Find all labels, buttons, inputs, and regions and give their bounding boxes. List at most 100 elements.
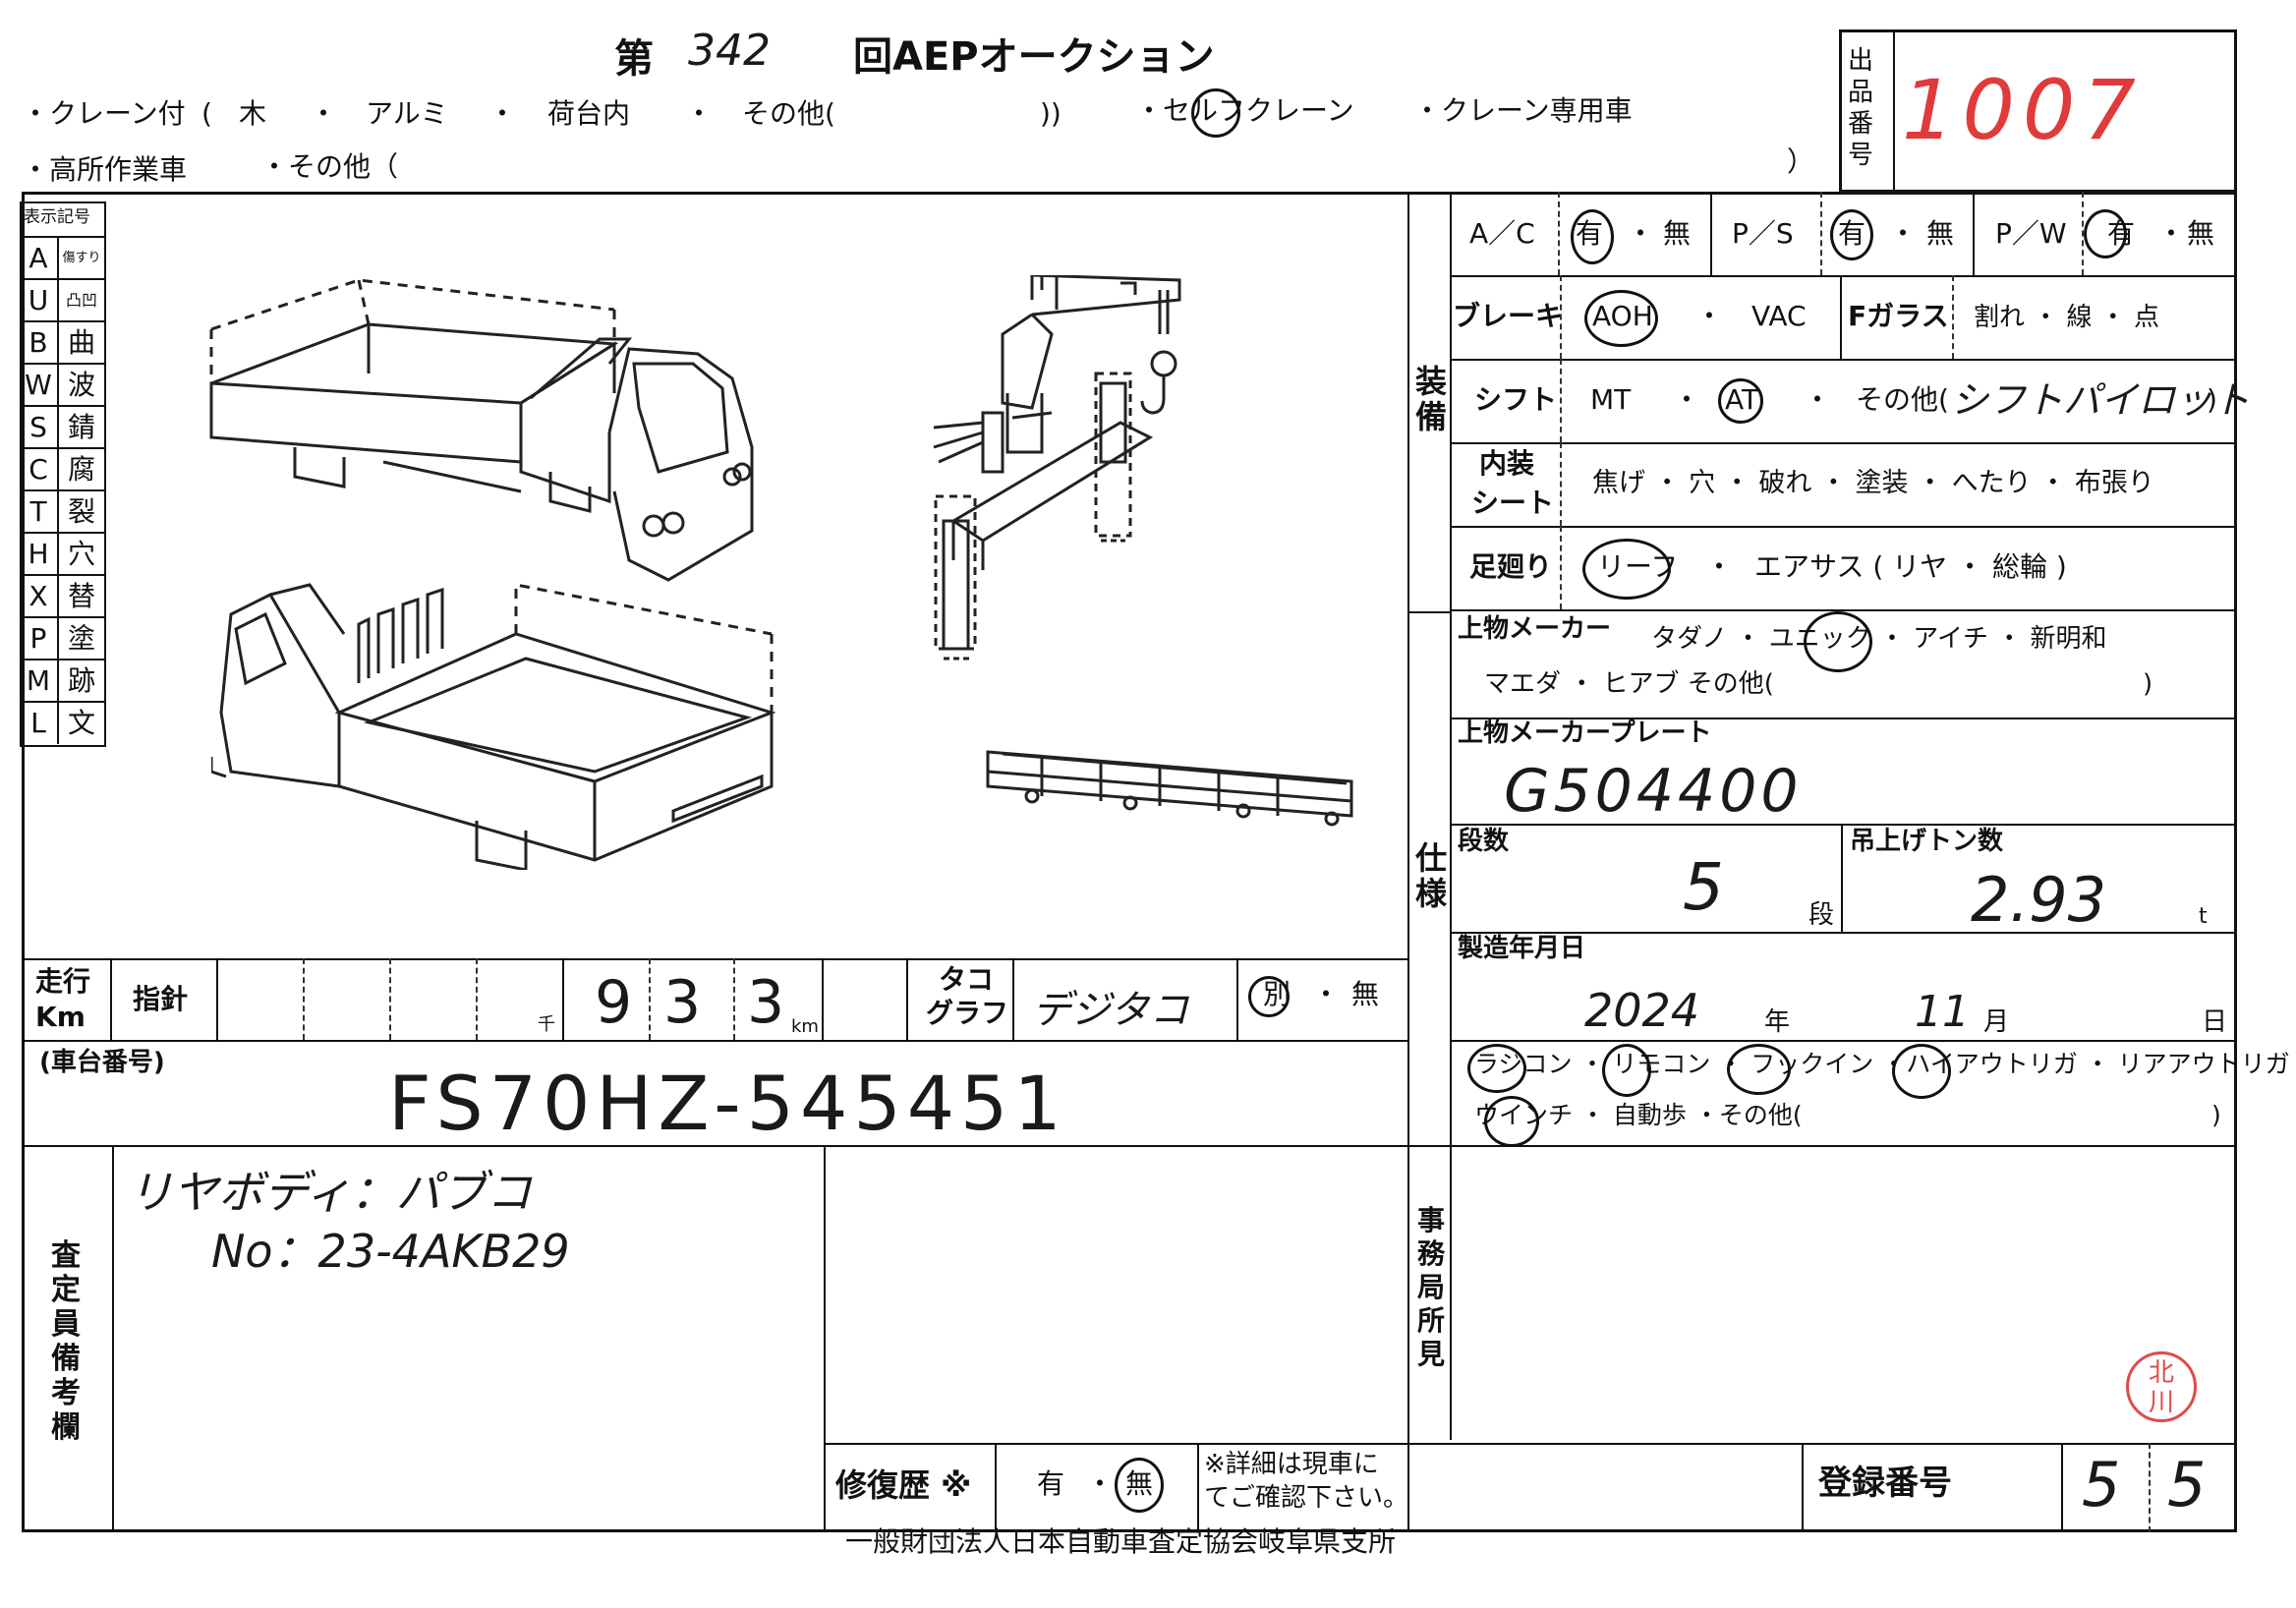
day-unit: 日 [2202, 1007, 2228, 1037]
tacho-label-1: タコ [939, 963, 995, 996]
brake-vac: VAC [1751, 300, 1807, 332]
ac-yes-circle-mark [1571, 209, 1614, 264]
repair-yes: 有 [1037, 1467, 1065, 1500]
spec-section-label: 仕様 [1414, 839, 1447, 912]
damage-legend [20, 201, 106, 747]
remarks-line-2: No：23-4AKB29 [211, 1225, 570, 1278]
pw-label: P／W [1995, 217, 2067, 250]
pw-dot: ・ [2157, 217, 2186, 250]
ac-no: 無 [1663, 217, 1692, 250]
mileage-label-1: 走行 [35, 965, 91, 998]
self-crane-circle-mark [1191, 88, 1240, 138]
lot-number-value: 1007 [1902, 62, 2144, 158]
shift-dot-2: ・ [1804, 383, 1832, 416]
maker-close: ) [2143, 669, 2153, 699]
shift-other: その他( [1856, 383, 1949, 416]
suspension-dot: ・ [1705, 550, 1734, 583]
chassis-number-value: FS70HZ-545451 [388, 1060, 1067, 1147]
ps-yes-circle-mark [1830, 209, 1873, 260]
approval-stamp: 北川 [2126, 1351, 2197, 1422]
crane-dot-3: ・ [685, 97, 714, 130]
option-high-outrigger-circle-mark [1892, 1044, 1951, 1099]
maker-options-line-2: マエダ ・ ヒアブ その他( [1484, 669, 1774, 699]
remarks-line-1: リヤボディ：パブコ [128, 1166, 532, 1219]
equipment-section-label: 装備 [1414, 363, 1447, 435]
shift-label: シフト [1474, 383, 1558, 416]
crane-opt-other: その他( [742, 97, 835, 130]
stages-value: 5 [1683, 849, 1724, 925]
manufacture-year: 2024 [1584, 984, 1700, 1037]
month-unit: 月 [1983, 1007, 2010, 1037]
suspension-leaf-circle-mark [1582, 539, 1671, 600]
aerial-work-label: ・高所作業車 [22, 153, 188, 186]
needle-label: 指針 [133, 983, 189, 1015]
shift-dot-1: ・ [1673, 383, 1701, 416]
options-close: ) [2211, 1101, 2221, 1129]
truck-rear-diagram [211, 583, 776, 870]
shift-mt: MT [1590, 383, 1632, 416]
legend-title: 表示記号 [24, 207, 90, 227]
odometer-digit: 9 [595, 968, 633, 1037]
crane-diagram [933, 275, 1181, 660]
shift-close: ) [2207, 383, 2217, 416]
interior-label-1: 内装 [1479, 447, 1535, 480]
brake-label: ブレーキ [1453, 300, 1564, 332]
repair-history-label: 修復歴 ※ [835, 1466, 972, 1504]
lift-capacity-unit: t [2199, 904, 2208, 929]
option-radio-circle-mark [1467, 1044, 1526, 1093]
maker-unic-circle-mark [1804, 611, 1872, 672]
option-winch-circle-mark [1484, 1096, 1539, 1147]
suspension-label: 足廻り [1469, 550, 1553, 583]
ps-dot: ・ [1889, 217, 1918, 250]
stages-label: 段数 [1458, 827, 1510, 856]
truck-front-diagram [209, 278, 754, 582]
option-hookin-circle-mark [1727, 1044, 1791, 1095]
appraiser-remarks-label: 査定員備考欄 [51, 1238, 81, 1445]
ac-dot: ・ [1627, 217, 1655, 250]
crane-opt-wood: 木 [239, 97, 267, 130]
other2-paren-close: ） [1787, 145, 1815, 178]
lift-capacity-value: 2.93 [1971, 864, 2107, 936]
tacho-separate-circle-mark [1248, 976, 1290, 1017]
crane-opt-aluminum: アルミ [366, 97, 448, 130]
organization-footer: 一般財団法人日本自動車査定協会岐阜県支所 [845, 1525, 1397, 1558]
maker-options-line-1: タダノ ・ ユニック ・ アイチ ・ 新明和 [1651, 624, 2107, 654]
ps-no: 無 [1926, 217, 1955, 250]
maker-plate-value: G504400 [1504, 757, 1803, 826]
crane-paren-close: )) [1040, 97, 1062, 130]
crane-dot-2: ・ [488, 97, 517, 130]
repair-none-circle-mark [1115, 1458, 1164, 1513]
interior-options: 焦げ ・ 穴 ・ 破れ ・ 塗装 ・ へたり ・ 布張り [1592, 468, 2154, 498]
crane-opt-in-bed: 荷台内 [547, 97, 631, 130]
repair-note-1: ※詳細は現車に [1204, 1450, 1379, 1479]
km-unit: km [791, 1016, 819, 1037]
tacho-none: 無 [1351, 978, 1380, 1010]
registration-digit: 5 [2082, 1449, 2121, 1521]
repair-dot: ・ [1086, 1467, 1115, 1500]
chassis-number-label: (車台番号) [39, 1048, 165, 1077]
tacho-value: デジタコ [1032, 988, 1189, 1033]
front-glass-options: 割れ ・ 線 ・ 点 [1974, 303, 2160, 332]
auction-round-number: 342 [688, 26, 771, 76]
main-form-frame [22, 192, 2237, 1532]
lift-capacity-label: 吊上げトン数 [1850, 827, 2004, 856]
thousand-unit: 千 [538, 1014, 555, 1035]
brake-dot: ・ [1695, 300, 1724, 332]
manufacture-month: 11 [1915, 987, 1970, 1037]
tacho-dot: ・ [1312, 978, 1341, 1010]
crane-only-label: ・クレーン専用車 [1413, 94, 1633, 127]
brake-aoh-circle-mark [1584, 290, 1658, 347]
repair-note-2: てご確認下さい。 [1204, 1483, 1409, 1513]
odometer-digit: 3 [663, 968, 702, 1037]
option-remote-circle-mark [1602, 1044, 1651, 1097]
